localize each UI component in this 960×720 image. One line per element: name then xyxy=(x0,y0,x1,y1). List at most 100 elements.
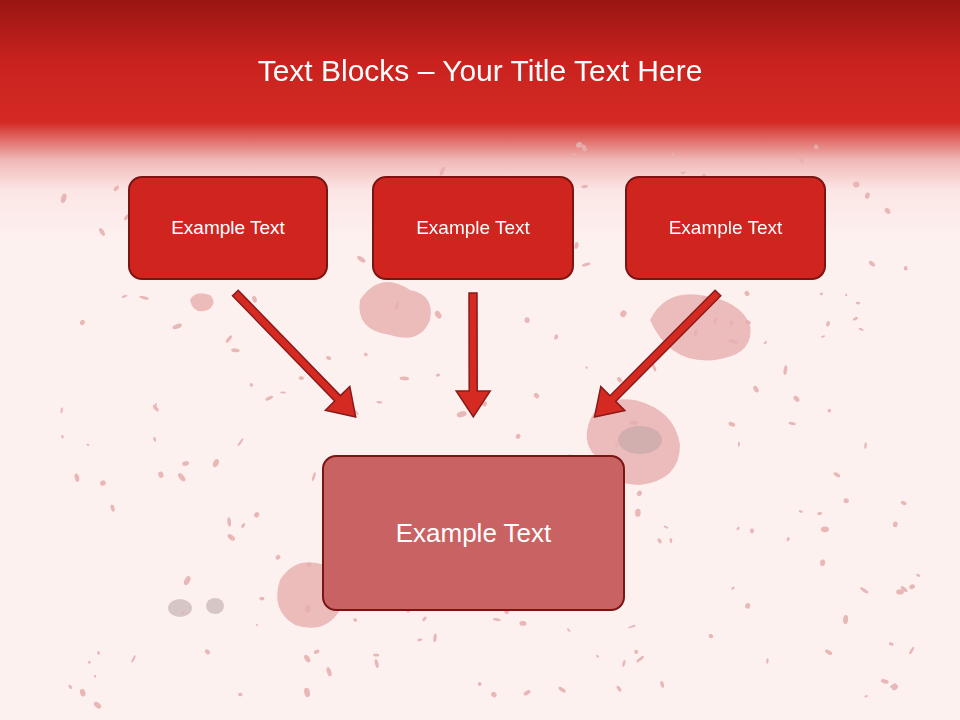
splatter-dot xyxy=(868,260,876,268)
arrow-connector xyxy=(595,290,721,417)
splatter-dot xyxy=(904,266,908,271)
splatter-dot xyxy=(303,687,310,698)
splatter-dot xyxy=(744,290,751,297)
splatter-dot xyxy=(231,348,240,353)
splatter-dot xyxy=(524,317,529,323)
splatter-dot xyxy=(515,433,522,440)
splatter-dot xyxy=(845,293,848,296)
splatter-dot xyxy=(819,292,823,295)
splatter-dot xyxy=(728,339,738,345)
splatter-dot xyxy=(259,597,264,601)
splatter-dot xyxy=(153,403,157,410)
splatter-dot xyxy=(490,691,498,699)
splatter-dot xyxy=(212,458,220,468)
splatter-dot xyxy=(628,624,636,629)
splatter-dot xyxy=(436,373,441,377)
splatter-dot xyxy=(852,181,860,188)
splatter-dot xyxy=(433,633,437,642)
splatter-dot xyxy=(566,628,570,633)
splatter-dot xyxy=(833,471,841,478)
splatter-dot xyxy=(554,334,559,340)
splatter-dot xyxy=(629,420,639,425)
splatter-dot xyxy=(376,401,382,404)
splatter-dot xyxy=(60,193,68,204)
splatter-dot xyxy=(900,585,909,593)
splatter-dot xyxy=(60,407,63,413)
text-box: Example Text xyxy=(625,176,826,280)
splatter-dot xyxy=(79,688,86,697)
splatter-dot xyxy=(736,526,741,531)
splatter-dot xyxy=(61,435,64,439)
splatter-dot xyxy=(305,605,311,613)
splatter-dot xyxy=(858,327,864,331)
splatter-dot xyxy=(713,317,718,325)
splatter-dot xyxy=(74,473,80,482)
splatter-dot xyxy=(303,654,311,664)
splatter-dot xyxy=(766,658,769,664)
splatter-dot xyxy=(585,366,588,369)
splatter-dot xyxy=(827,408,832,413)
splatter-dot xyxy=(306,562,313,568)
splatter-dot xyxy=(813,144,818,150)
splatter-dot xyxy=(843,498,849,503)
splatter-dot xyxy=(622,660,626,668)
splatter-dot xyxy=(93,674,96,678)
splatter-dot xyxy=(660,681,665,689)
splatter-dot xyxy=(786,537,790,542)
splatter-dot xyxy=(821,526,829,532)
splatter-dot xyxy=(817,512,822,516)
slide-title: Text Blocks – Your Title Text Here xyxy=(0,54,960,88)
splatter-dot xyxy=(93,700,103,709)
box-text: Example Text xyxy=(396,518,552,549)
text-box: Example Text xyxy=(372,176,574,280)
splatter-dot xyxy=(131,655,137,663)
splatter-dot xyxy=(572,153,577,157)
splatter-dot xyxy=(888,642,894,646)
splatter-dot xyxy=(635,509,641,517)
splatter-dot xyxy=(399,376,409,380)
splatter-dot xyxy=(158,471,165,478)
splatter-dot xyxy=(824,649,833,656)
splatter-dot xyxy=(884,207,892,215)
splatter-dot xyxy=(821,335,826,338)
splatter-dot xyxy=(97,651,100,655)
splatter-dot xyxy=(153,437,157,443)
splatter-dot xyxy=(456,410,467,418)
splatter-dot xyxy=(299,376,304,380)
splatter-dot xyxy=(139,295,149,300)
splatter-dot xyxy=(574,242,579,250)
splatter-dot xyxy=(820,559,826,566)
text-box: Example Text xyxy=(128,176,328,280)
splatter-dot xyxy=(519,621,526,626)
splatter-dot xyxy=(731,586,736,590)
splatter-dot xyxy=(225,334,233,343)
arrow-shape xyxy=(233,290,356,417)
splatter-dot xyxy=(227,517,231,527)
splatter-dot xyxy=(843,615,849,624)
splatter-dot xyxy=(99,480,106,487)
splatter-dot xyxy=(859,586,869,594)
splatter-dot xyxy=(533,392,540,400)
splatter-dot xyxy=(680,171,686,175)
splatter-dot xyxy=(240,522,246,528)
splatter-dot xyxy=(417,638,423,641)
splatter-dot xyxy=(113,185,120,192)
splatter-dot xyxy=(439,166,446,176)
splatter-dot xyxy=(575,141,583,149)
splatter-dot xyxy=(615,443,619,448)
splatter-dot xyxy=(434,310,443,320)
splatter-dot xyxy=(255,624,258,627)
splatter-dot xyxy=(752,385,760,393)
splatter-dot xyxy=(864,192,870,199)
splatter-dot xyxy=(249,382,254,387)
splatter-dot xyxy=(110,504,116,512)
splatter-dot xyxy=(79,319,86,326)
splatter-dot xyxy=(880,678,889,684)
splatter-dot xyxy=(311,472,316,481)
splatter-dot xyxy=(856,302,861,305)
splatter-dot xyxy=(280,391,286,393)
splatter-dot xyxy=(893,521,898,527)
splatter-dot xyxy=(825,321,830,328)
splatter-dot xyxy=(68,684,73,689)
